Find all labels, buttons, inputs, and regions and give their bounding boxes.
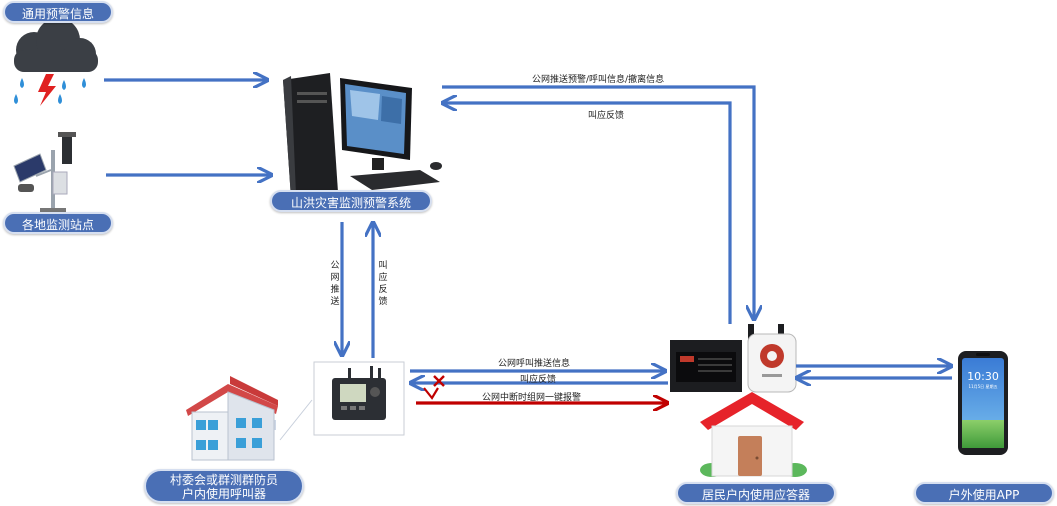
flood-warning-system-label: 山洪灾害监测预警系统 [270, 190, 432, 212]
responder-device-icon [670, 324, 797, 393]
arrow-resident-feedback-to-system [444, 103, 732, 324]
monitoring-station-icon [13, 132, 76, 212]
village-house-icon [186, 376, 313, 461]
edge-label-mid-feedback: 叫应反馈 [520, 375, 557, 385]
computer-icon [283, 73, 442, 198]
weather-alert-label: 通用预警信息 [3, 1, 113, 23]
edge-label-call-feedback: 叫应反馈 [378, 261, 388, 307]
edge-label-mid-call: 公网呼叫推送信息 [498, 359, 571, 369]
offline-cross-icon [423, 375, 445, 400]
resident-house-icon [700, 392, 807, 477]
edge-label-top-push: 公网推送预警/呼叫信息/撤离信息 [532, 75, 665, 85]
village-caller-line2: 户内使用呼叫器 [181, 487, 266, 501]
resident-responder-label: 居民户内使用应答器 [676, 482, 836, 504]
storm-cloud-icon [14, 18, 98, 106]
outdoor-app-label: 户外使用APP [914, 482, 1054, 504]
phone-date: 11月5日 星期五 [969, 383, 998, 389]
arrow-system-to-resident [442, 85, 754, 318]
caller-device-icon [313, 361, 405, 436]
smartphone-icon: 10:30 11月5日 星期五 [958, 351, 1008, 455]
phone-time: 10:30 [967, 370, 999, 383]
edge-label-top-feedback: 叫应反馈 [588, 111, 625, 121]
edge-label-public-push: 公网推送 [330, 261, 340, 307]
village-caller-label: 村委会或群测群防员 户内使用呼叫器 [144, 469, 304, 503]
monitoring-stations-label: 各地监测站点 [3, 212, 113, 234]
village-caller-line1: 村委会或群测群防员 [169, 473, 278, 487]
edge-label-offline-alarm: 公网中断时组网一键报警 [482, 393, 582, 403]
